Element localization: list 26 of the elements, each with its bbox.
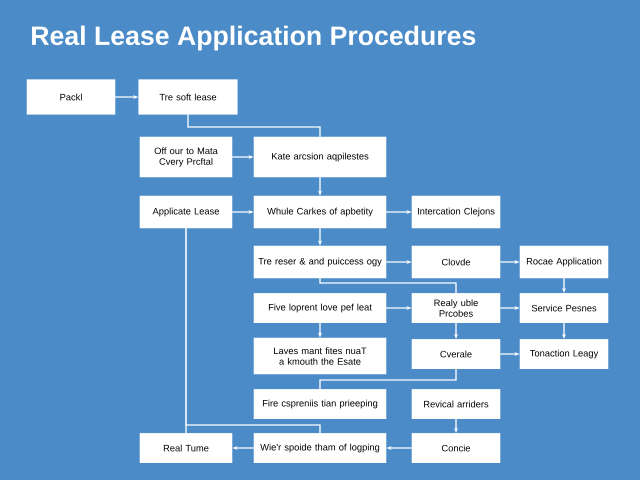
process-box: Applicate Lease xyxy=(140,196,232,228)
process-box: Service Pesnes xyxy=(520,293,608,323)
process-box: Intercation Clejons xyxy=(412,196,500,228)
process-box: Realy uble Prcobes xyxy=(412,293,500,323)
process-box: Five loprent love pef leat xyxy=(254,293,386,323)
process-box: Kate arcsion aqpilestes xyxy=(254,136,386,178)
connector-line xyxy=(187,114,321,137)
process-box: Laves mant fites nuaT a kmouth the Esate xyxy=(254,338,386,374)
process-box: Revical arriders xyxy=(412,389,500,419)
process-box: Off our to Mata Cvery Prcftal xyxy=(140,136,232,178)
process-box: Tre soft lease xyxy=(138,79,238,115)
title: Real Lease Application Procedures xyxy=(32,26,476,50)
process-box: Clovde xyxy=(412,246,500,278)
process-box: Concie xyxy=(412,433,500,463)
process-box: Wie'r spoide tham of logping xyxy=(254,433,386,463)
process-box: Rocae Application xyxy=(520,246,608,278)
process-box: Real Tume xyxy=(140,433,232,463)
process-box: Tonaction Leagy xyxy=(520,339,608,369)
process-box: Tre reser & and puiccess ogy xyxy=(254,246,386,278)
connector-line xyxy=(185,228,321,434)
process-box: Packl xyxy=(26,79,116,115)
connector-line xyxy=(319,278,457,294)
connector-line xyxy=(319,368,457,390)
process-box: Whule Carkes of apbetity xyxy=(254,196,386,228)
process-box: Cverale xyxy=(412,339,500,369)
process-box: Fire cspreniis tian prieeping xyxy=(254,389,386,419)
